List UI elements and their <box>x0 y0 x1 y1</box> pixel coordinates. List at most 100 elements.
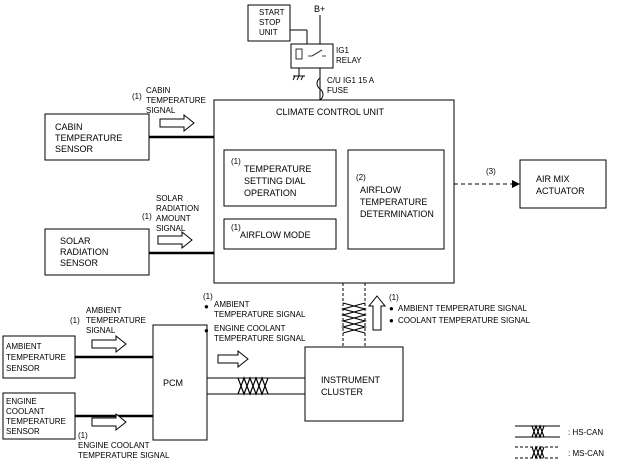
airflow-mode-label: AIRFLOW MODE <box>240 230 311 240</box>
cluster-ccu-signal-num: (1) <box>389 293 399 302</box>
ambient-signal-line-2: TEMPERATURE <box>86 316 146 325</box>
airflow-mode-num: (1) <box>231 223 241 232</box>
actuator-line-2: ACTUATOR <box>536 186 585 196</box>
airflow-temp-num: (2) <box>356 173 366 182</box>
actuator-line-1: AIR MIX <box>536 174 570 184</box>
cabin-signal-num: (1) <box>132 92 142 101</box>
temp-dial-line-1: TEMPERATURE <box>244 164 311 174</box>
cluster-ccu-item1: AMBIENT TEMPERATURE SIGNAL <box>398 304 527 313</box>
legend-ms-can-label: : MS-CAN <box>568 449 604 458</box>
actuator-signal-num: (3) <box>486 167 496 176</box>
pcm-cluster-signal-num: (1) <box>203 292 213 301</box>
coolant-signal-arrow <box>91 412 127 432</box>
cabin-sensor-line-1: CABIN <box>55 122 83 132</box>
cabin-sensor-line-3: SENSOR <box>55 144 94 154</box>
legend: : HS-CAN : MS-CAN <box>515 424 604 460</box>
temp-dial-num: (1) <box>231 157 241 166</box>
solar-signal-num: (1) <box>142 212 152 221</box>
cluster-line-2: CLUSTER <box>321 387 364 397</box>
instrument-cluster-group: INSTRUMENT CLUSTER <box>304 346 404 422</box>
solar-signal-line-3: AMOUNT <box>156 214 191 223</box>
coolant-sensor-line-3: TEMPERATURE <box>6 417 66 426</box>
fuse-icon <box>316 77 324 101</box>
airflow-temp-determination-box <box>347 149 445 250</box>
ambient-sensor-line-1: AMBIENT <box>6 342 42 351</box>
pcm-cluster-item1-line-1: AMBIENT <box>214 300 250 309</box>
solar-signal-line-1: SOLAR <box>156 194 183 203</box>
solar-radiation-sensor-box <box>44 228 150 276</box>
ambient-sensor-line-2: TEMPERATURE <box>6 353 66 362</box>
fuse-label-2: FUSE <box>327 86 348 95</box>
relay-coil-icon <box>295 48 303 60</box>
solar-sensor-line-3: SENSOR <box>60 258 99 268</box>
pcm-group: PCM <box>152 324 208 441</box>
start-stop-line-2: STOP <box>259 18 281 27</box>
power-supply: START STOP UNIT B+ IG1 RELAY C/U IG1 15 … <box>247 4 375 101</box>
cabin-signal-line-1: CABIN <box>146 86 171 95</box>
pcm-cluster-bullet-1: ● <box>204 302 209 311</box>
ambient-temperature-sensor-box <box>2 335 76 379</box>
coolant-sensor-line-4: SENSOR <box>6 427 40 436</box>
coolant-signal-num: (1) <box>78 431 88 440</box>
start-stop-line-3: UNIT <box>259 28 278 37</box>
relay-switch-icon <box>308 49 326 57</box>
pcm-cluster-item2-line-2: TEMPERATURE SIGNAL <box>214 334 306 343</box>
airflow-mode-box <box>223 218 337 250</box>
b-plus-label: B+ <box>314 4 325 14</box>
start-stop-unit-box <box>247 4 291 42</box>
engine-coolant-temperature-sensor-box <box>2 392 76 440</box>
cabin-signal-arrow <box>159 113 195 133</box>
temp-dial-line-3: OPERATION <box>244 188 296 198</box>
cabin-signal-line-2: TEMPERATURE <box>146 96 206 105</box>
relay-label-2: RELAY <box>336 56 362 65</box>
relay-label-1: IG1 <box>336 46 349 55</box>
coolant-sensor-line-2: COOLANT <box>6 407 45 416</box>
hs-can-bus <box>207 349 305 396</box>
airflow-temp-line-3: DETERMINATION <box>360 209 434 219</box>
start-stop-line-1: START <box>259 8 285 17</box>
pcm-label: PCM <box>163 378 183 388</box>
coolant-sensor-group: ENGINE COOLANT TEMPERATURE SENSOR (1) EN… <box>2 392 170 460</box>
airflow-temp-line-1: AIRFLOW <box>360 185 402 195</box>
cluster-ccu-bullet-1: ● <box>389 304 394 313</box>
solar-sensor-line-1: SOLAR <box>60 236 91 246</box>
cluster-to-ccu-signal-arrow <box>367 295 387 331</box>
ambient-signal-num: (1) <box>70 316 80 325</box>
ambient-signal-line-3: SIGNAL <box>86 326 116 335</box>
coolant-signal-line-2: TEMPERATURE SIGNAL <box>78 451 170 460</box>
pcm-cluster-bullet-2: ● <box>204 326 209 335</box>
solar-signal-line-4: SIGNAL <box>156 224 186 233</box>
climate-control-unit: CLIMATE CONTROL UNIT (1) TEMPERATURE SET… <box>213 99 455 284</box>
solar-signal-arrow <box>157 230 193 250</box>
ambient-sensor-line-3: SENSOR <box>6 364 40 373</box>
ms-can-bus <box>340 283 387 347</box>
cluster-line-1: INSTRUMENT <box>321 375 380 385</box>
temp-setting-dial-box <box>223 149 337 207</box>
pcm-box <box>152 324 208 441</box>
pcm-to-cluster-signal-arrow <box>217 349 249 369</box>
solar-sensor-group: SOLAR RADIATION SENSOR (1) SOLAR RADIATI… <box>44 194 214 276</box>
air-mix-actuator-box <box>519 159 607 209</box>
coolant-sensor-line-1: ENGINE <box>6 397 37 406</box>
cluster-ccu-item2: COOLANT TEMPERATURE SIGNAL <box>398 316 531 325</box>
pcm-cluster-item2-line-1: ENGINE COOLANT <box>214 324 286 333</box>
ccu-title: CLIMATE CONTROL UNIT <box>276 107 385 117</box>
airflow-temp-line-2: TEMPERATURE <box>360 197 427 207</box>
ground-icon <box>292 75 305 81</box>
pcm-cluster-item1-line-2: TEMPERATURE SIGNAL <box>214 310 306 319</box>
fuse-label-1: C/U IG1 15 A <box>327 76 375 85</box>
solar-signal-line-2: RADIATION <box>156 204 199 213</box>
coolant-signal-line-1: ENGINE COOLANT <box>78 441 150 450</box>
cluster-ccu-bullet-2: ● <box>389 316 394 325</box>
ambient-signal-arrow <box>91 334 127 354</box>
legend-hs-can-label: : HS-CAN <box>568 428 603 437</box>
cabin-sensor-group: CABIN TEMPERATURE SENSOR (1) CABIN TEMPE… <box>44 86 214 161</box>
actuator-arrowhead <box>512 180 520 188</box>
air-mix-actuator: (3) AIR MIX ACTUATOR <box>454 159 607 209</box>
instrument-cluster-box <box>304 346 404 422</box>
ambient-signal-line-1: AMBIENT <box>86 306 122 315</box>
temp-dial-line-2: SETTING DIAL <box>244 176 306 186</box>
cabin-signal-line-3: SIGNAL <box>146 106 176 115</box>
ambient-sensor-group: AMBIENT TEMPERATURE SENSOR (1) AMBIENT T… <box>2 306 153 379</box>
